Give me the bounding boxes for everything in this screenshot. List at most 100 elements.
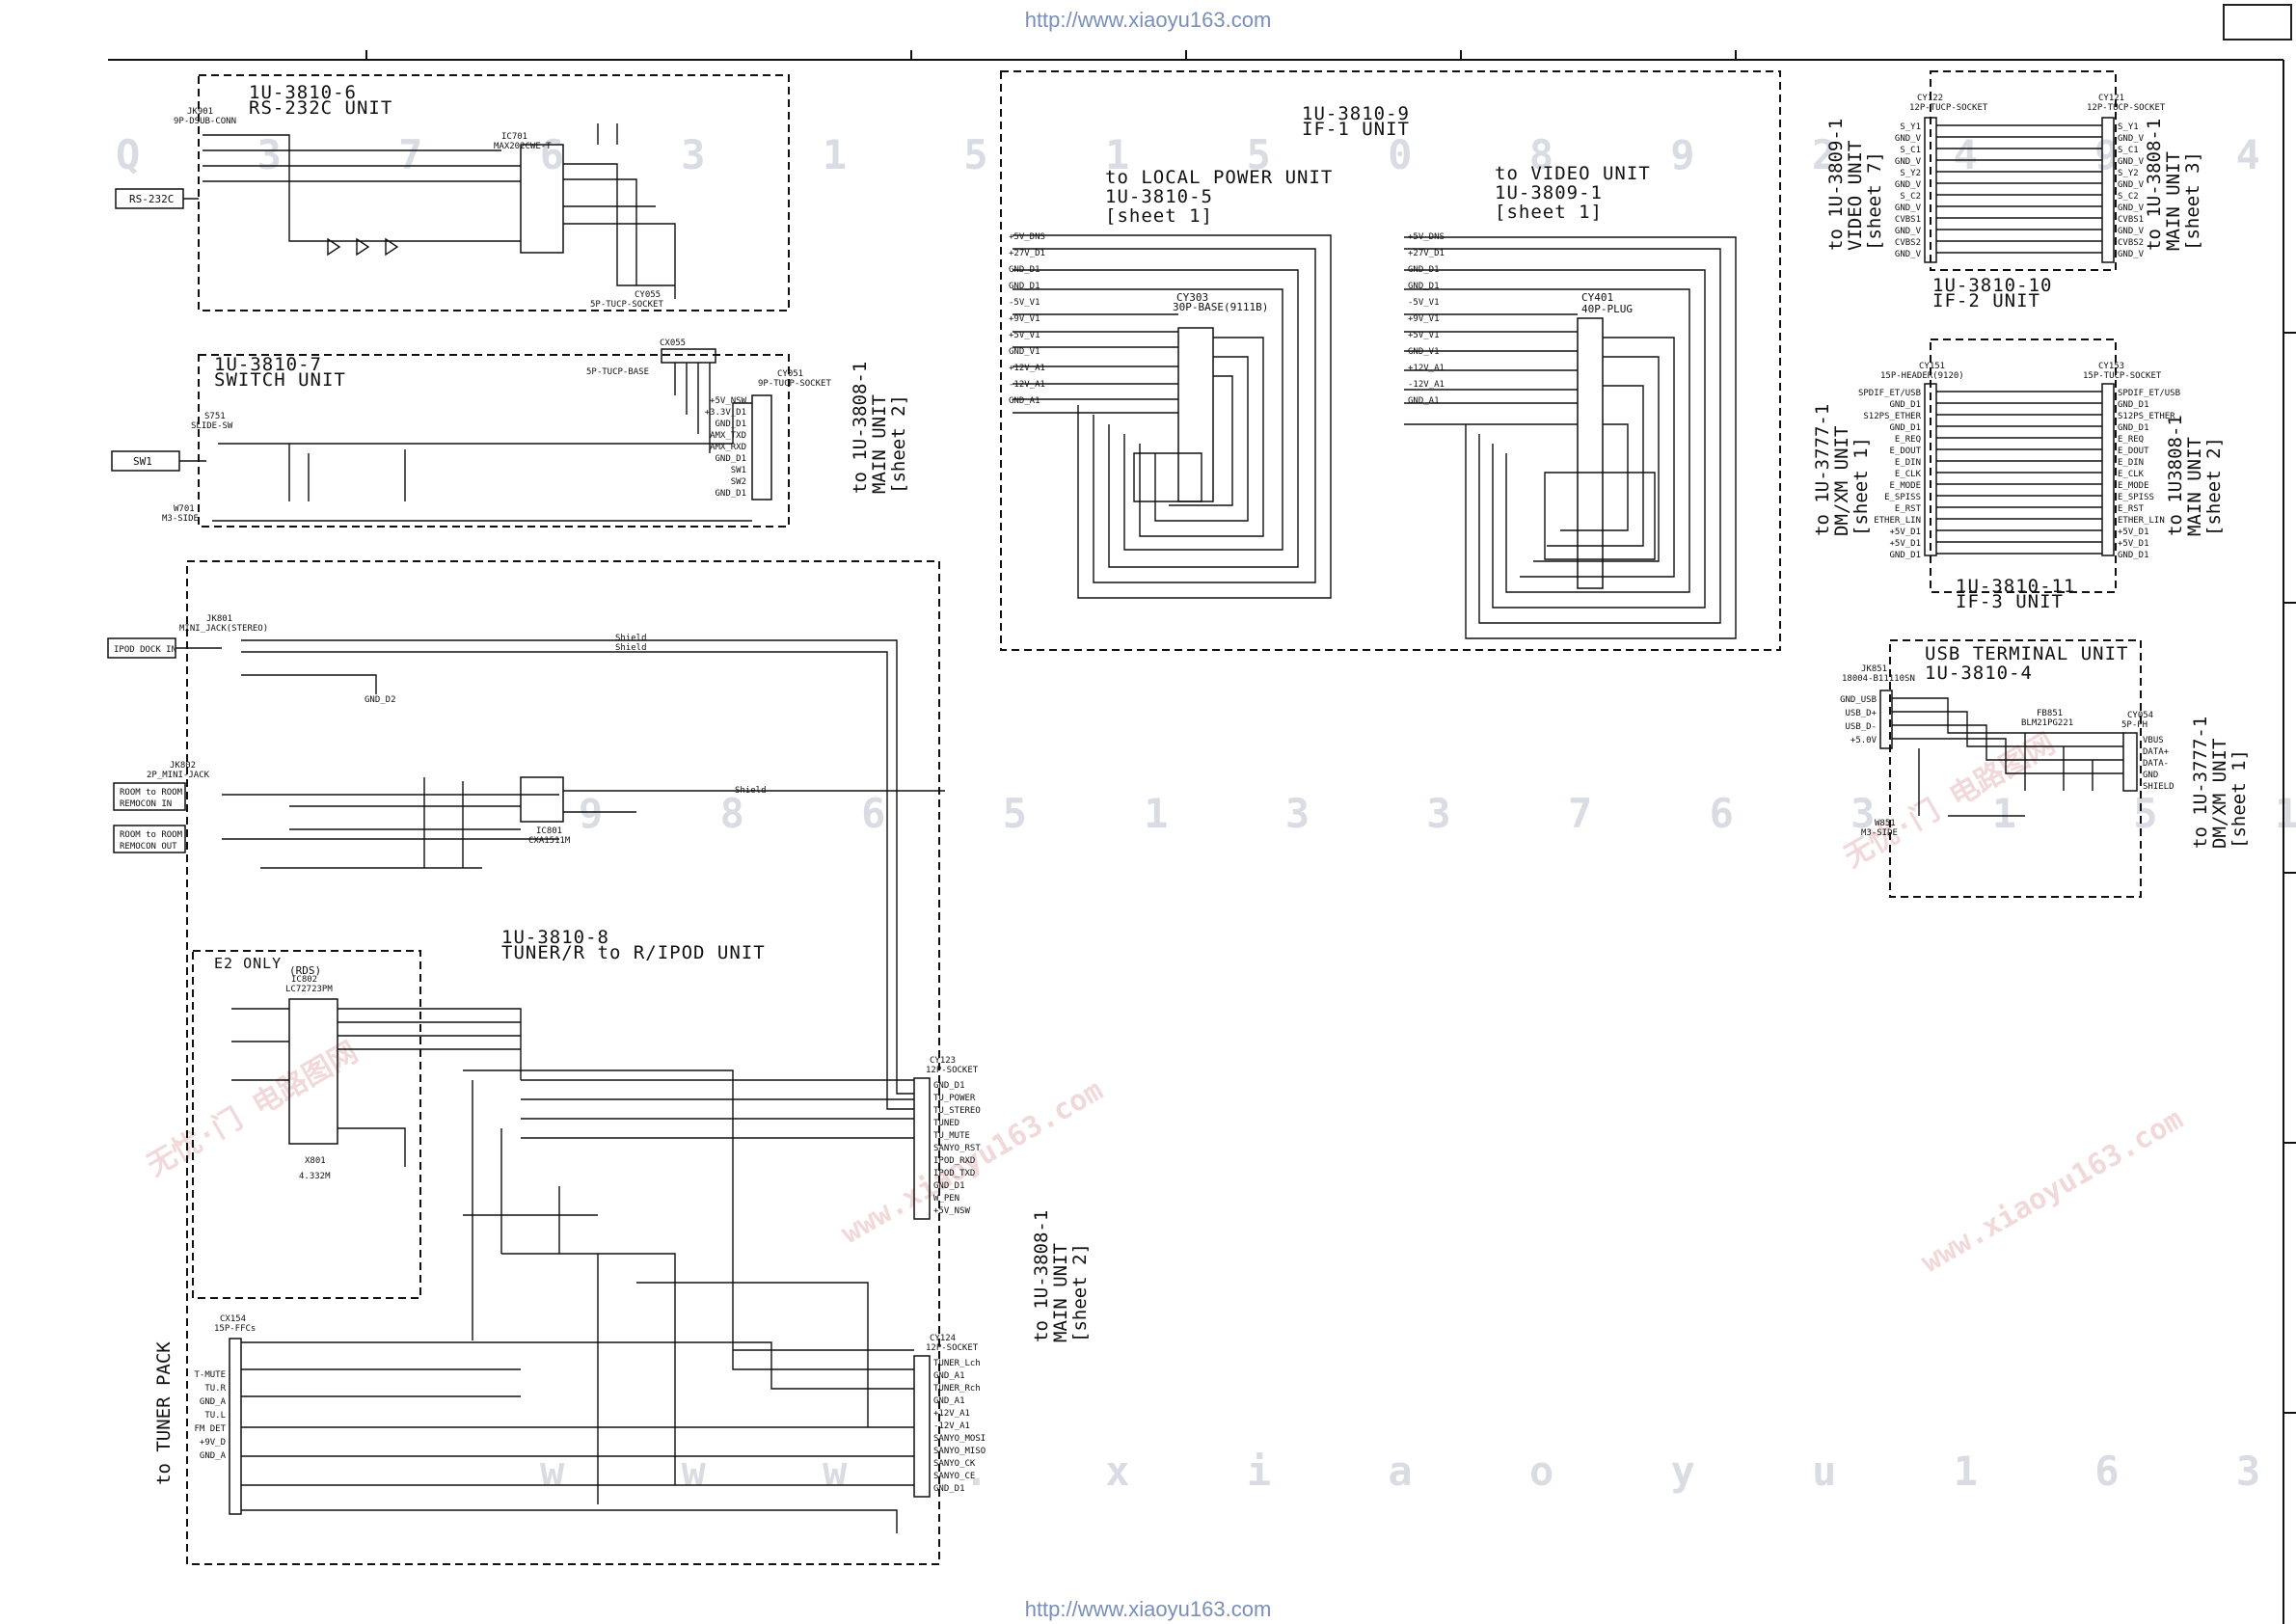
cy121-type: 12P-TUCP-SOCKET [2087,103,2166,113]
cy124-pin-11: GND_D1 [933,1484,965,1494]
fb851-ref: FB851 [2037,709,2063,718]
gnd-d2-label: GND_D2 [365,695,396,705]
rr-out-tag-2: REMOCON OUT [120,842,177,852]
cy124-ref: CY124 [930,1334,956,1343]
switch-pin-5: AMX_RXD [710,443,746,452]
rr-out-tag-box [113,825,186,853]
if2-dest-left: to 1U-3809-1 VIDEO UNIT [sheet 7] [1825,119,1885,251]
if1-right-pin-8: GND_V1 [1408,347,1440,357]
if3-pin-left-11: E_RST [1895,504,1922,514]
jk901-type: 9P-DSUB-CONN [174,117,236,126]
w701-ref: W701 [174,504,195,514]
cy054-ref: CY054 [2127,711,2153,720]
if3-pin-list: SPDIF_ET/USBGND_D1S12PS_ETHERGND_D1E_REQ… [1858,389,2180,560]
if2-pin-left-11: CVBS2 [1895,238,1921,248]
if1-left-pin-1: +5V_DNS [1009,232,1045,242]
if2-dest-right: to 1U-3808-1 MAIN UNIT [sheet 3] [2144,119,2203,251]
if2-pin-right-3: S_C1 [2118,146,2139,155]
jk802-ref: JK802 [170,761,196,771]
cy123-ref: CY123 [930,1056,956,1066]
if2-pin-left-2: GND_V [1895,134,1922,144]
cy124-pin-2: GND_A1 [933,1371,965,1381]
if3-pin-right-6: E_DOUT [2118,447,2149,456]
tuner-pack-pin-3: GND_A [200,1397,227,1407]
shield-label-1: Shield [615,634,647,643]
cy153-body [2101,383,2115,556]
svg-text:to 1U-3808-1: to 1U-3808-1 [1031,1210,1052,1342]
svg-text:MAIN UNIT: MAIN UNIT [2184,437,2205,536]
rs232c-unit-box [198,74,790,311]
cy153-type: 15P-TUCP-SOCKET [2083,371,2162,381]
if1-right-pin-2: +27V_D1 [1408,249,1445,258]
if2-name: IF-2 UNIT [1932,290,2040,311]
switch-code: 1U-3810-7 [214,354,322,375]
cy124-body [913,1355,931,1498]
tuner-detail: IPOD DOCK IN JK801 MINI_JACK(STEREO) JK8… [107,614,986,1515]
if3-pin-right-12: ETHER_LIN [2118,516,2165,526]
url-bottom[interactable]: http://www.xiaoyu163.com [1024,1597,1272,1621]
if2-pin-right-2: GND_V [2118,134,2145,144]
switch-pin-1: +5V_NSW [710,396,747,406]
jk802-type: 2P_MINI-JACK [147,771,210,780]
if3-code: 1U-3810-11 [1956,576,2075,597]
tuner-pack-pin-1: T-MUTE [194,1370,226,1380]
if3-pin-left-12: ETHER_LIN [1874,516,1921,526]
if3-pin-left-14: +5V_D1 [1889,539,1921,549]
if3-pin-left-13: +5V_D1 [1889,528,1921,537]
jk901-ref: JK901 [187,107,213,117]
if3-pin-right-9: E_MODE [2118,481,2149,491]
ic701-ref: IC701 [501,132,527,142]
cx154-type: 15P-FFCs [214,1324,256,1334]
cy054-body [2122,732,2138,792]
ic802-body [288,998,338,1145]
if3-name: IF-3 UNIT [1956,591,2064,612]
if1-left-pin-11: GND_A1 [1009,396,1040,406]
cy124-type: 12P-SOCKET [926,1343,979,1353]
tuner-unit-box [186,560,940,1565]
cy055-ref: CY055 [635,290,661,300]
cy123-pin-list: GND_D1TU_POWERTU_STEREOTUNEDTU_MUTESANYO… [933,1081,981,1216]
usb-pin-right-2: DATA+ [2143,747,2170,757]
svg-text:[sheet 3]: [sheet 3] [2182,151,2203,251]
cy151-ref: CY151 [1919,362,1945,371]
usb-pin-left-3: USB_D- [1845,722,1877,732]
if2-pin-list: S_Y1GND_VS_C1GND_VS_Y2GND_VS_C2GND_VCVBS… [1895,122,2145,259]
if1-left-title-2: 1U-3810-5 [1105,186,1213,207]
if3-pin-right-4: GND_D1 [2118,423,2149,433]
cy054-type: 5P-PH [2121,720,2147,730]
if3-pin-left-15: GND_D1 [1889,551,1921,560]
svg-text:[sheet 2]: [sheet 2] [888,394,909,494]
svg-text:to 1U-3777-1: to 1U-3777-1 [1812,404,1833,536]
cy303-type: 30P-BASE(9111B) [1173,301,1268,313]
usb-unit-box [1889,639,2142,898]
cy122-ref: CY122 [1917,94,1943,103]
if3-pin-left-1: SPDIF_ET/USB [1858,389,1921,398]
if3-pin-right-15: GND_D1 [2118,551,2149,560]
switch-dest: to 1U-3808-1 MAIN UNIT [sheet 2] [850,362,909,494]
if3-pin-right-2: GND_D1 [2118,400,2149,410]
jk851-body [1879,690,1893,749]
cy124-pin-1: TUNER_Lch [933,1359,981,1368]
svg-text:[sheet 7]: [sheet 7] [1864,151,1885,251]
if1-right-title-2: 1U-3809-1 [1495,182,1603,203]
w851-ref: W851 [1875,819,1896,828]
if2-pin-right-12: GND_V [2118,250,2145,259]
cx154-body [229,1338,242,1515]
cy124-pin-3: TUNER_Rch [933,1384,981,1394]
rs232c-code: 1U-3810-6 [249,82,357,103]
if1-subtitles: to LOCAL POWER UNIT 1U-3810-5 [sheet 1] … [1105,163,1650,315]
ipod-tag: IPOD DOCK IN [114,645,176,655]
url-top[interactable]: http://www.xiaoyu163.com [1024,8,1272,32]
switch-pin-9: GND_D1 [715,489,746,499]
switch-pin-4: AMX_TXD [710,431,746,441]
tuner-pack-dest: to TUNER PACK [153,1341,175,1485]
svg-text:[sheet 1]: [sheet 1] [1850,437,1872,536]
if2-pin-left-4: GND_V [1895,157,1922,167]
rs232c-name: RS-232C UNIT [249,97,392,119]
cy123-pin-5: TU_MUTE [933,1131,970,1141]
cy401-ref: CY401 [1581,291,1613,304]
watermark-domain-row: w w w . x i a o y u 1 6 3 . c o m [540,1448,2296,1495]
